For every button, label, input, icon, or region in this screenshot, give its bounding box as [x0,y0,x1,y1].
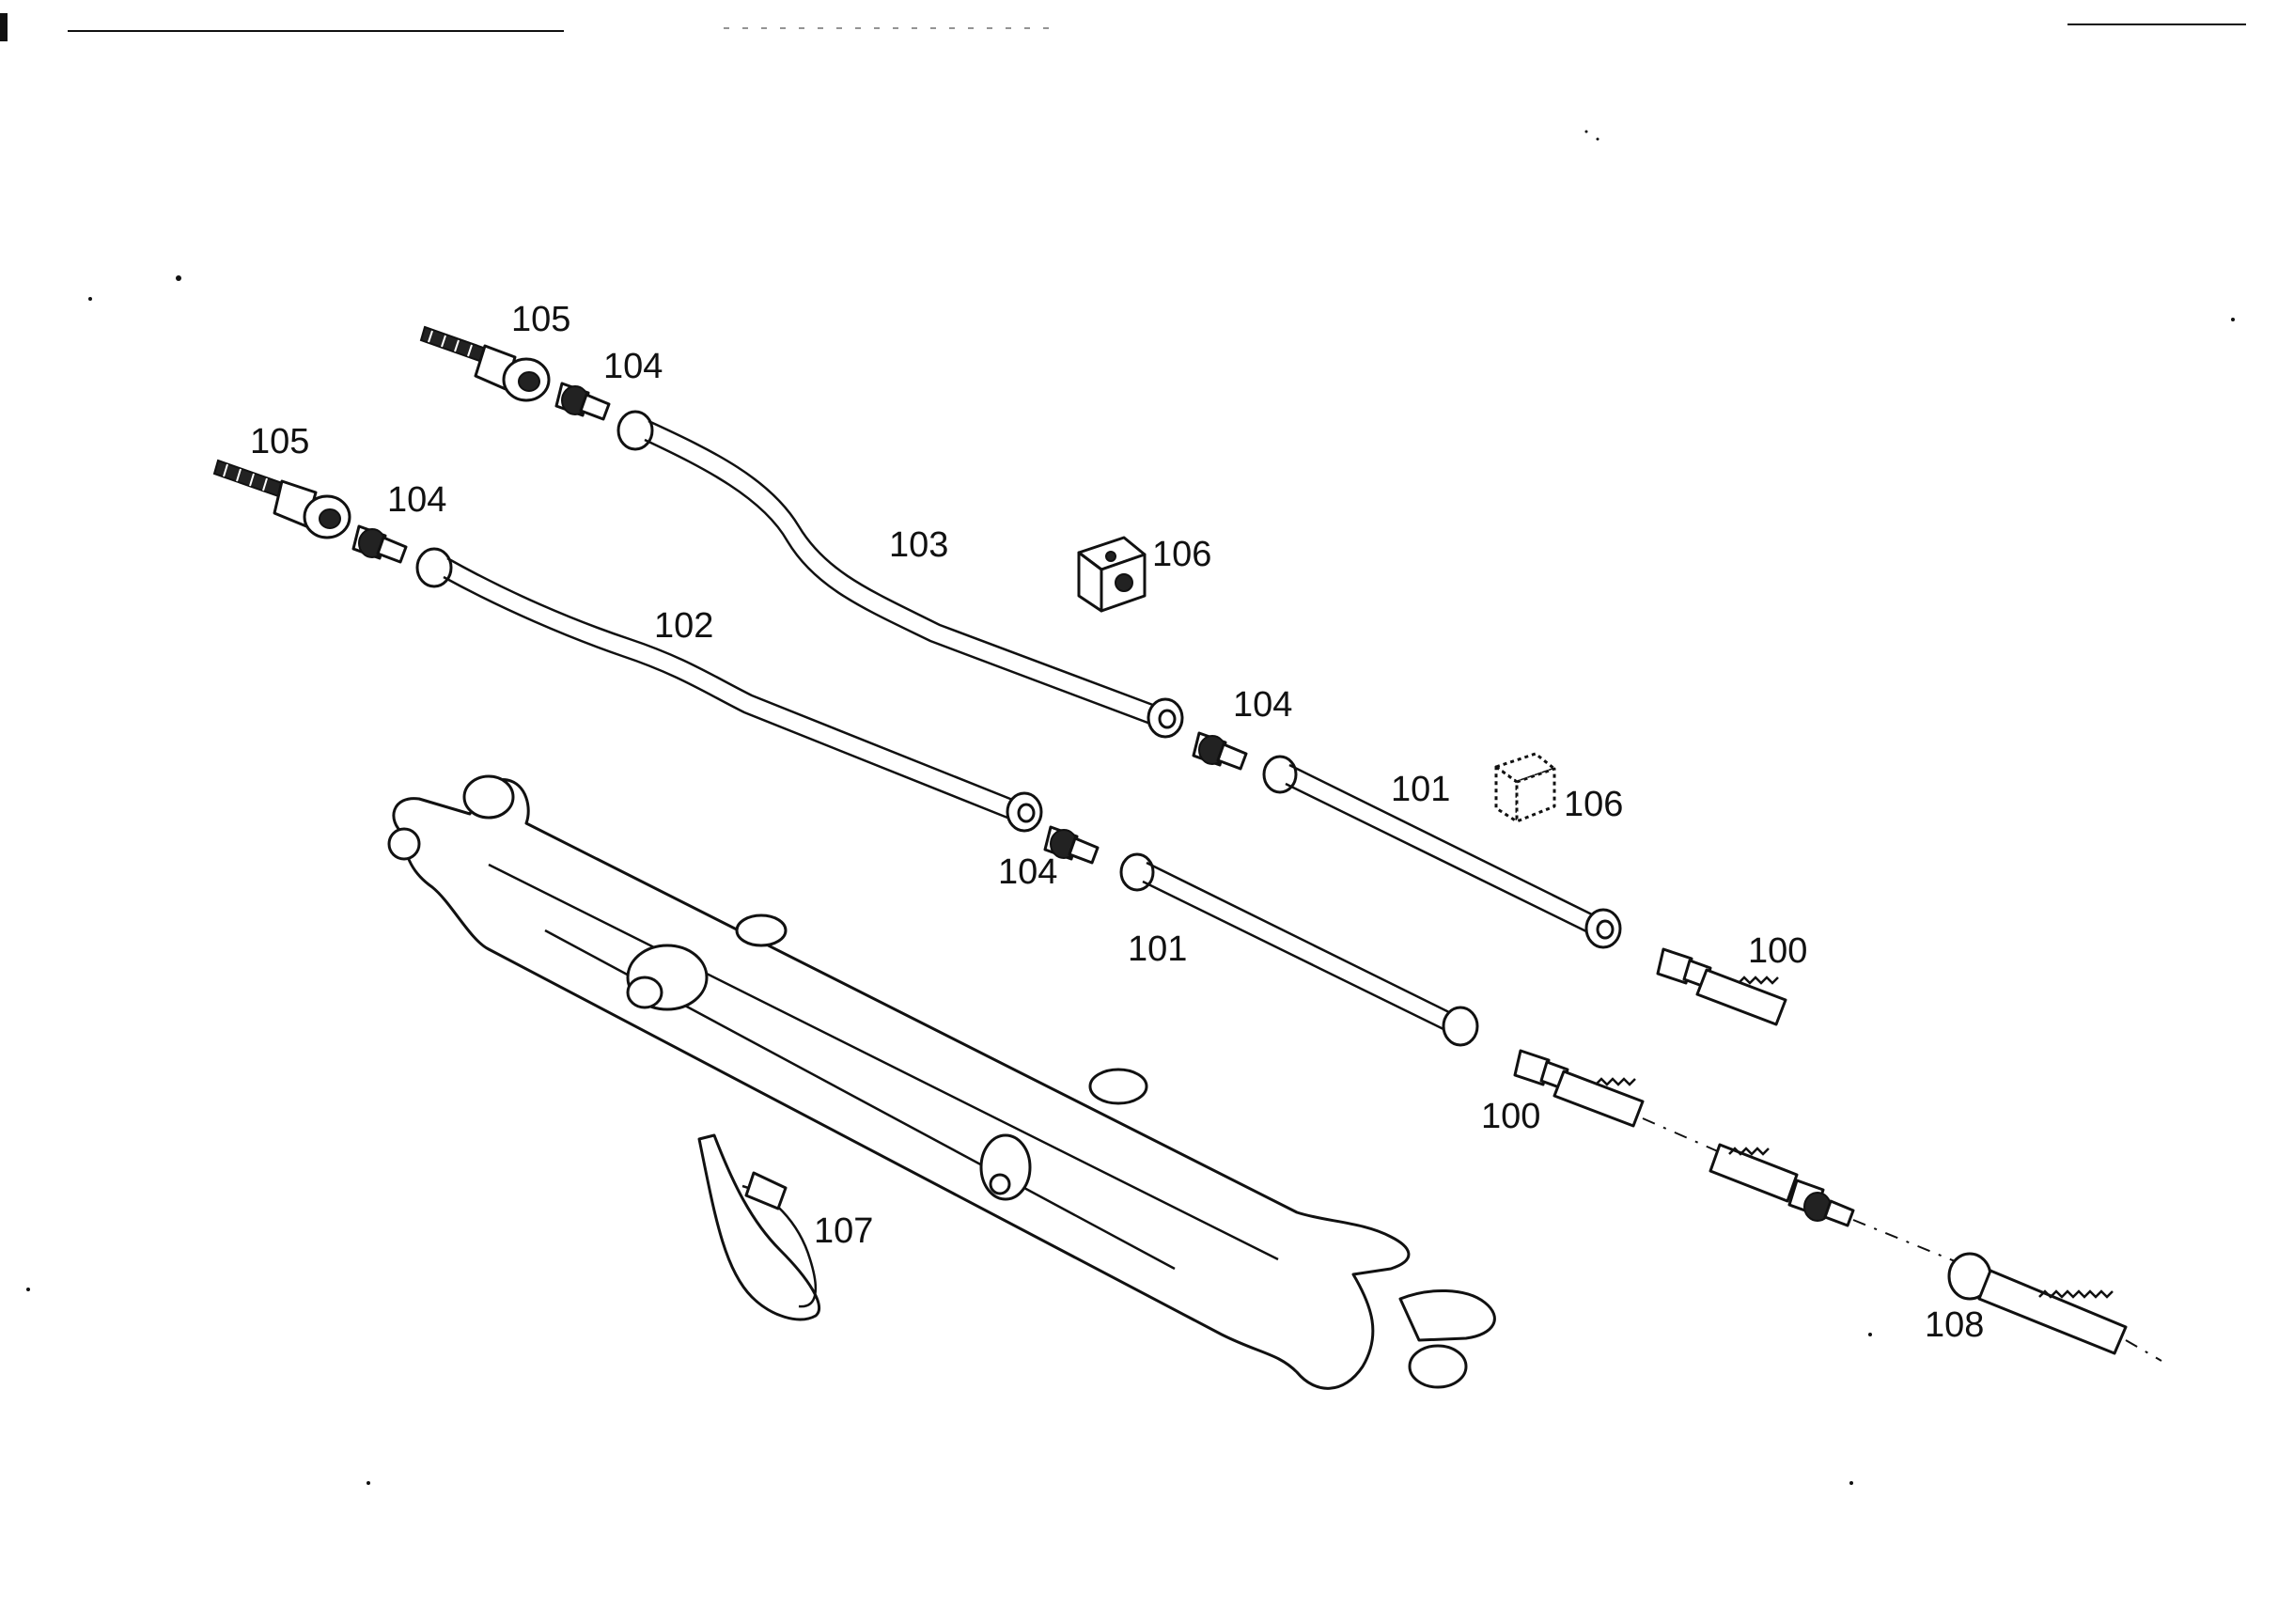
page-top-border [0,13,2246,41]
label-105-lower: 105 [250,422,309,461]
hose-middle [1642,1117,1965,1266]
callout-labels: 105 104 105 104 103 106 102 104 101 106 … [250,300,1984,1345]
hose-end-100-lower [1513,1049,1645,1128]
lift-arm [387,774,1496,1390]
label-108: 108 [1925,1305,1984,1345]
hose-108 [1947,1252,2162,1362]
scan-specks [26,130,2235,1485]
pipe-101-upper [1262,755,1622,949]
hose-end-100-upper [1656,947,1787,1026]
label-101-lower: 101 [1128,929,1187,969]
label-100-lower: 100 [1481,1097,1540,1136]
label-102: 102 [654,606,713,646]
bolt-105-upper [419,325,551,402]
label-106-lower: 106 [1564,785,1623,824]
fitting-104-upper-b [1192,731,1248,771]
pipe-103 [616,410,1184,739]
fitting-104-upper-a [554,382,611,421]
label-103: 103 [889,525,948,565]
cable-tie-107 [697,1133,821,1321]
fitting-104-lower-a [351,524,408,564]
label-104-lower-b: 104 [998,852,1057,892]
label-104-upper-b: 104 [1233,685,1292,725]
bolt-105-lower [212,459,351,539]
pipe-102 [415,547,1043,833]
clamp-106-lower [1494,752,1556,823]
label-104-upper-a: 104 [603,347,663,386]
label-100-upper: 100 [1748,931,1807,971]
label-107: 107 [814,1211,873,1251]
pipe-101-lower [1119,852,1479,1047]
label-104-lower-a: 104 [387,480,446,520]
label-101-upper: 101 [1391,770,1450,809]
label-106-upper: 106 [1152,535,1211,574]
label-105-upper: 105 [511,300,570,339]
fitting-104-lower-b [1043,825,1100,865]
clamp-106-upper [1077,536,1147,613]
